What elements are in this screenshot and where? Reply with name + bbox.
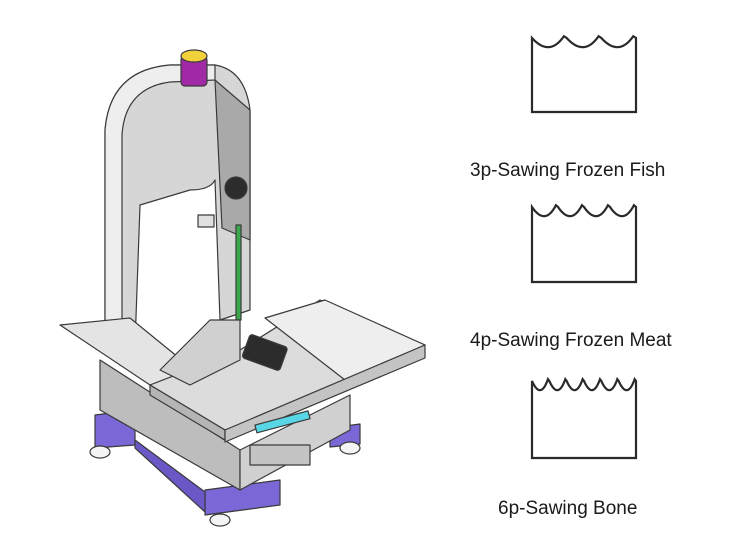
meat-pusher	[242, 334, 288, 371]
blade-profile-4p	[530, 203, 638, 284]
blade-guard	[159, 319, 241, 386]
blade-outline	[530, 203, 638, 284]
worktable	[149, 299, 426, 443]
blade-profile-6p	[530, 376, 638, 460]
blade-label-4p: 4p-Sawing Frozen Meat	[470, 330, 672, 351]
blade-outline	[530, 376, 638, 460]
base-feet	[89, 409, 361, 527]
lower-cabinet	[99, 359, 351, 491]
saw-frame	[104, 64, 251, 346]
blade-label-6p: 6p-Sawing Bone	[498, 498, 638, 519]
blade-label-3p: 3p-Sawing Frozen Fish	[470, 160, 666, 181]
blade-outline	[530, 34, 638, 114]
tension-knob	[180, 49, 208, 87]
blade-profile-3p	[530, 34, 638, 114]
adjustment-dial	[224, 176, 248, 200]
slide-rail	[254, 410, 311, 434]
